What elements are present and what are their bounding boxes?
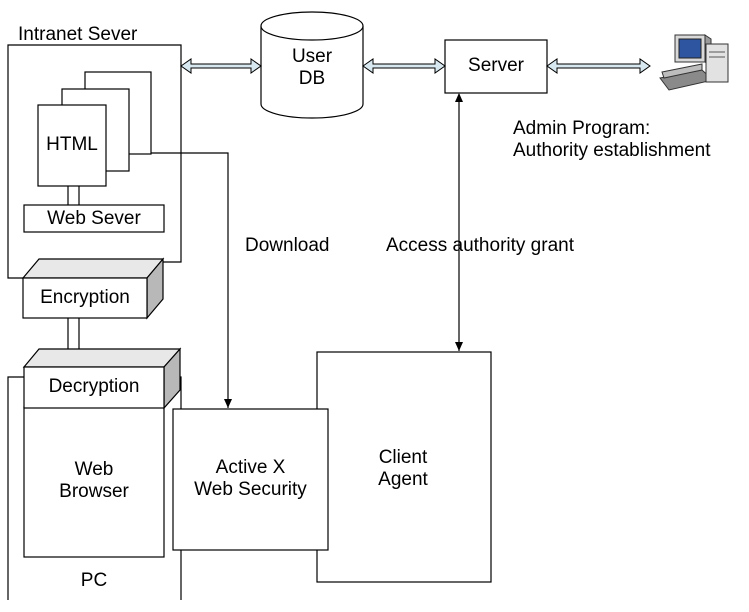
admin-label: Admin Program: Authority establishment xyxy=(513,118,711,162)
client-agent-label: Client Agent xyxy=(328,447,478,491)
web-server-label: Web Sever xyxy=(47,208,141,229)
activex-label-line1: Active X xyxy=(215,457,286,478)
encryption-label: Encryption xyxy=(40,287,130,308)
arrow-intranet-userdb xyxy=(180,58,262,74)
server-label: Server xyxy=(468,55,524,76)
encryption-block xyxy=(21,257,165,320)
pc-label: PC xyxy=(80,570,108,591)
download-label: Download xyxy=(245,235,330,256)
access-grant-label: Access authority grant xyxy=(386,235,574,256)
decryption-block xyxy=(22,347,182,410)
intranet-server-label: Intranet Sever xyxy=(18,24,138,45)
web-browser-label: Web Browser xyxy=(24,459,164,503)
admin-label-line2: Authority establishment xyxy=(513,140,711,161)
html-label: HTML xyxy=(46,134,98,155)
user-db-cylinder xyxy=(260,11,364,119)
web-server-box xyxy=(23,204,165,233)
decryption-label: Decryption xyxy=(48,376,140,397)
web-browser-label-line1: Web xyxy=(74,459,114,480)
activex-box xyxy=(172,408,329,551)
activex-label: Active X Web Security xyxy=(173,457,328,501)
arrow-userdb-server xyxy=(362,58,446,74)
admin-label-line1: Admin Program: xyxy=(513,118,651,139)
activex-label-line2: Web Security xyxy=(194,479,307,500)
user-db-label-line2: DB xyxy=(298,68,326,89)
client-agent-label-line1: Client xyxy=(378,447,428,468)
download-arrow xyxy=(151,152,232,408)
arrow-server-admin xyxy=(546,58,651,74)
web-browser-label-line2: Browser xyxy=(59,481,129,502)
client-agent-label-line2: Agent xyxy=(378,469,428,490)
pc-box xyxy=(7,376,24,600)
user-db-label: User DB xyxy=(262,46,362,90)
client-agent-box xyxy=(316,351,492,583)
intranet-server-box xyxy=(7,44,182,279)
desktop-computer-icon xyxy=(659,34,729,91)
server-box xyxy=(444,39,548,94)
html-page-front xyxy=(37,104,107,187)
user-db-label-line1: User xyxy=(291,46,333,67)
